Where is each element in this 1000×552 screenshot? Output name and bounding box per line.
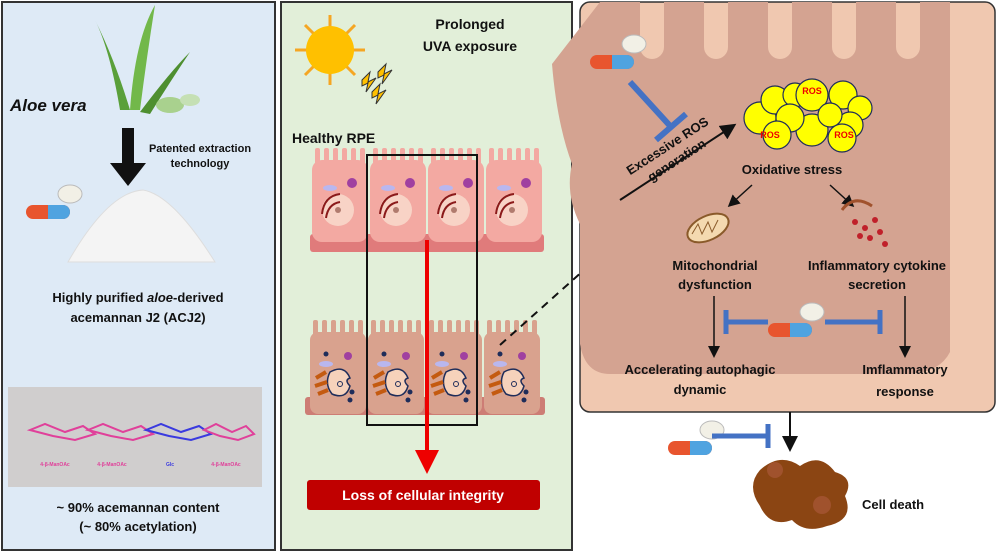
inflammation-label-1: Imflammatory <box>862 362 948 377</box>
product-em: aloe <box>147 290 174 305</box>
cytokine-secretion-icon <box>840 199 888 247</box>
inhibit-autophagy-icon <box>723 310 768 334</box>
damaged-cell <box>308 318 368 416</box>
extraction-label-1: Patented extraction <box>148 143 252 155</box>
ros-label: ROS <box>834 130 854 140</box>
damaged-cell <box>366 318 426 416</box>
healthy-rpe-label: Healthy RPE <box>292 130 376 146</box>
acemannan-structure-image <box>8 387 262 487</box>
sun-icon <box>295 15 365 85</box>
autophagy-label-2: dynamic <box>673 382 727 397</box>
structure-unit: 4-β-ManOAc <box>97 462 127 468</box>
mito-label-1: Mitochondrial <box>672 258 758 273</box>
highlight-box <box>366 154 478 426</box>
structure-unit: 4-β-ManOAc <box>40 462 70 468</box>
ros-label: ROS <box>802 86 822 96</box>
cytokine-label-2: secretion <box>848 277 906 292</box>
mito-label-2: dysfunction <box>678 277 752 292</box>
inhibit-inflammation-icon <box>825 310 883 334</box>
ros-cluster <box>743 78 873 153</box>
structure-unit: 4-β-ManOAc <box>211 462 241 468</box>
ros-generation-arrow <box>619 123 737 201</box>
aloe-plant-image <box>95 5 200 114</box>
dead-cell-image <box>753 459 849 529</box>
extraction-label-2: technology <box>170 158 230 170</box>
aloe-vera-label: Aloe vera <box>10 96 87 115</box>
content-label-1: ~ 90% acemannan content <box>56 500 220 515</box>
healthy-cell <box>427 147 485 243</box>
uv-lightning-icon <box>361 62 393 105</box>
loss-box <box>307 480 540 510</box>
inhibit-death-icon <box>712 424 771 448</box>
healthy-cell <box>311 147 369 243</box>
exposure-label-2: UVA exposure <box>422 38 518 54</box>
autophagy-label-1: Accelerating autophagic <box>624 362 776 377</box>
product-pre: Highly purified <box>52 290 148 305</box>
structure-unit: Glc <box>165 462 175 468</box>
mitochondrion-icon <box>686 212 730 244</box>
powder-image <box>67 189 216 263</box>
loss-label: Loss of cellular integrity <box>342 487 504 503</box>
healthy-cell <box>485 147 543 243</box>
cell-death-label: Cell death <box>862 497 925 512</box>
content-label-2: (~ 80% acetylation) <box>79 519 197 534</box>
inflammation-label-2: response <box>876 384 934 399</box>
exposure-label-1: Prolonged <box>435 16 505 32</box>
product-post: -derived <box>173 290 224 305</box>
inhibit-ros-icon <box>627 79 688 143</box>
damaged-cell <box>424 318 484 416</box>
oxidative-stress-label: Oxidative stress <box>741 162 843 177</box>
healthy-cell <box>369 147 427 243</box>
product-label-1: Highly purified aloe-derived <box>52 290 223 305</box>
ros-label: ROS <box>760 130 780 140</box>
cytokine-label-1: Inflammatory cytokine <box>808 258 946 273</box>
product-label-2: acemannan J2 (ACJ2) <box>70 310 206 325</box>
